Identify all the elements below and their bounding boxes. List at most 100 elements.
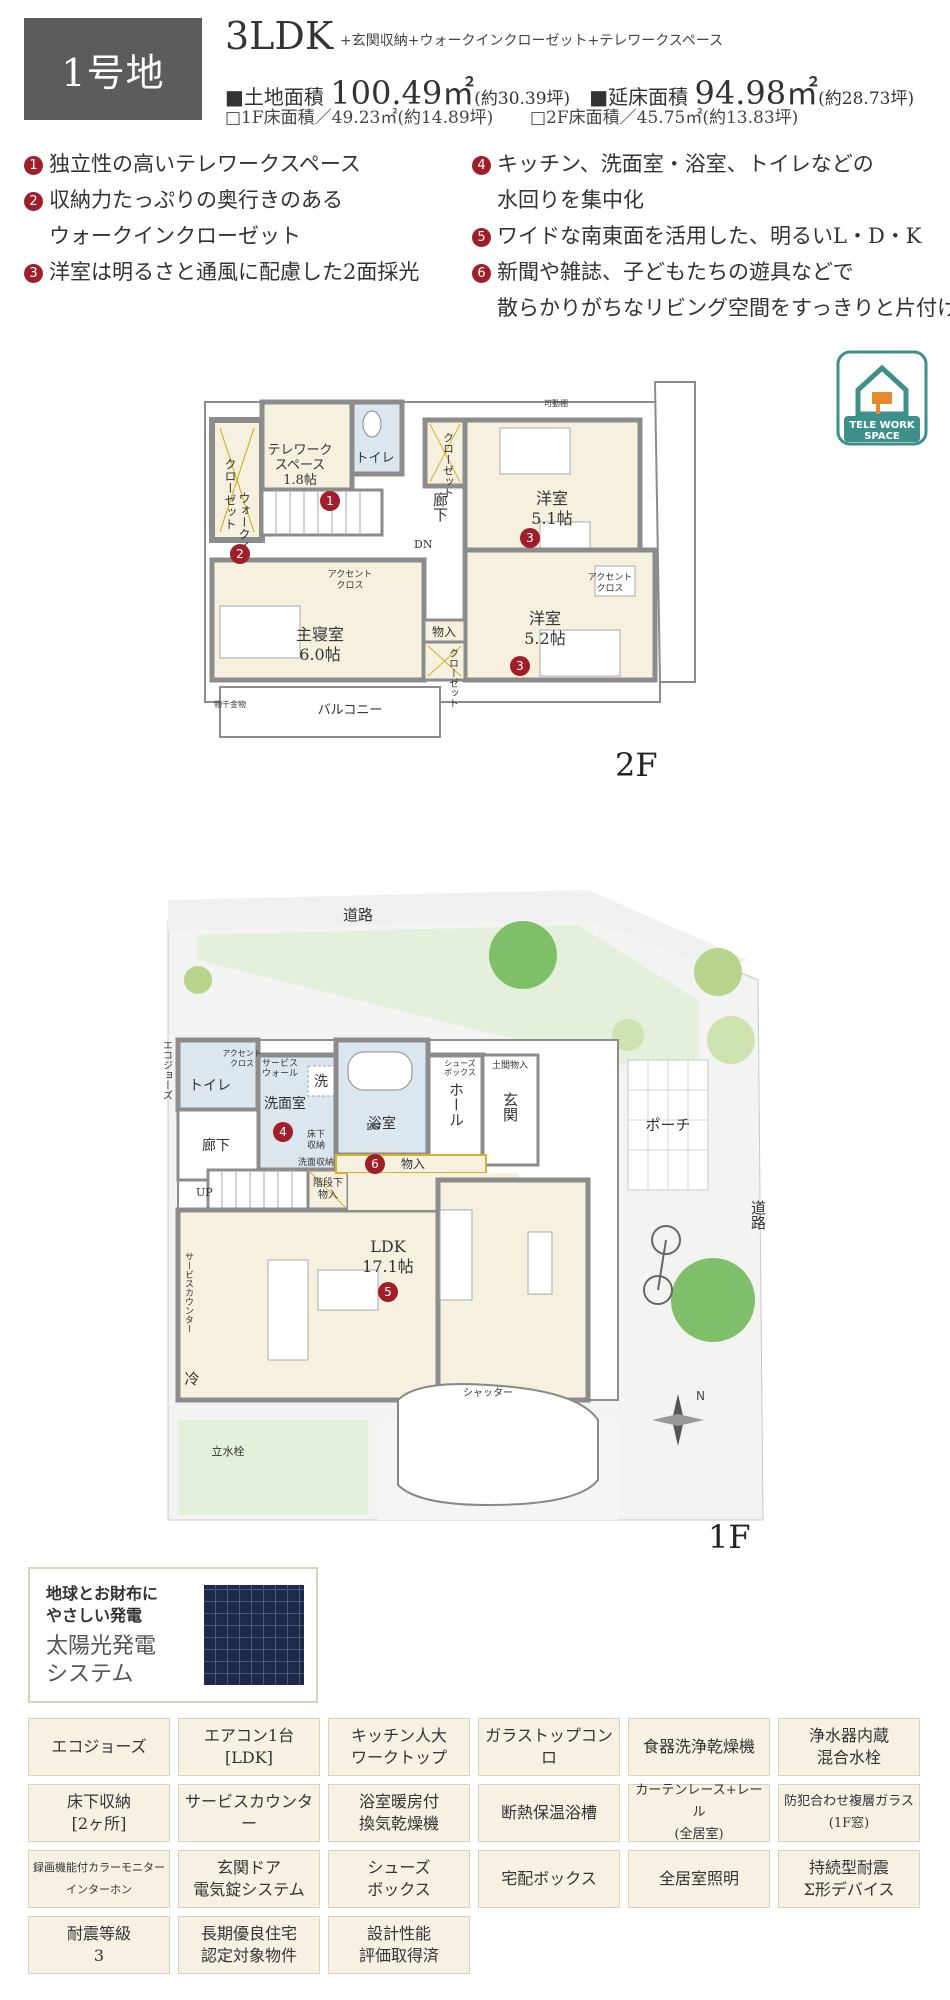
equipment-item: 持続型耐震 Σ形デバイス — [778, 1850, 920, 1908]
svg-text:4: 4 — [279, 1125, 287, 1139]
feature-item-continued: 散らかりがちなリビング空間をすっきりと片付け — [497, 296, 950, 320]
equipment-item: キッチン人大 ワークトップ — [328, 1718, 470, 1776]
solar-line1: 地球とお財布に — [46, 1584, 159, 1603]
svg-text:アクセント: アクセント — [588, 572, 633, 583]
toilet-1f — [175, 1037, 261, 1113]
floor-plan-2f: テレワーク スペース 1.8帖 ウォークイン クローゼット トイレ クローゼット… — [204, 381, 696, 738]
svg-text:洋室: 洋室 — [536, 489, 568, 508]
svg-text:DS: DS — [366, 1123, 379, 1133]
floor-label-2f: 2F — [615, 746, 658, 784]
equipment-item: 設計性能 評価取得済 — [328, 1916, 470, 1974]
corridor-1f — [176, 1108, 260, 1182]
svg-text:廊下: 廊下 — [202, 1137, 230, 1154]
area-line: ■土地面積 100.49㎡(約30.39坪) ■延床面積 94.98㎡(約28.… — [225, 68, 914, 114]
solar-line2: やさしい発電 — [46, 1606, 143, 1625]
marker-5 — [378, 1282, 398, 1302]
master-bedroom — [209, 557, 427, 683]
svg-text:玄関: 玄関 — [501, 1092, 519, 1123]
equipment-item: 浄水器内蔵 混合水栓 — [778, 1718, 920, 1776]
svg-text:物干金物: 物干金物 — [214, 699, 246, 709]
svg-text:1: 1 — [326, 494, 334, 508]
svg-text:5.1帖: 5.1帖 — [531, 509, 572, 528]
dining-table-icon — [317, 1269, 379, 1311]
svg-text:6.0帖: 6.0帖 — [299, 645, 340, 664]
tree-icon — [612, 1019, 644, 1051]
svg-text:シャッター: シャッター — [463, 1387, 513, 1399]
svg-text:ボックス: ボックス — [444, 1068, 476, 1077]
svg-text:階段下: 階段下 — [313, 1176, 343, 1189]
svg-text:5.2帖: 5.2帖 — [524, 629, 565, 648]
floor1-area: □1F床面積／49.23㎡(約14.89坪) — [225, 108, 494, 128]
svg-text:洗: 洗 — [314, 1074, 328, 1090]
floor-plan-1f: N 道路 道路 エコジョーズ トイレ 洗面室 洗 浴室 サービス ウォール ホー… — [161, 890, 767, 1521]
svg-text:洋室: 洋室 — [529, 609, 561, 628]
svg-text:アクセント: アクセント — [222, 1049, 262, 1058]
floor-label-1f: 1F — [708, 1518, 751, 1556]
floor-area-label: ■延床面積 — [589, 85, 689, 109]
lot-badge: 1号地 — [24, 18, 202, 120]
telework-badge: TELE WORK SPACE — [836, 350, 928, 446]
tv-board-icon — [527, 1231, 553, 1295]
marker-3 — [510, 656, 530, 676]
equipment-item: 浴室暖房付 換気乾燥機 — [328, 1784, 470, 1842]
toilet-icon — [362, 410, 382, 438]
car-icon — [397, 1383, 599, 1507]
entrance — [481, 1053, 540, 1167]
svg-text:物入: 物入 — [432, 625, 456, 639]
equipment-item: 長期優良住宅 認定対象物件 — [178, 1916, 320, 1974]
equipment-item: 全居室照明 — [628, 1850, 770, 1908]
svg-text:スペース: スペース — [275, 458, 325, 473]
bed-icon — [219, 605, 301, 659]
toilet-label: トイレ — [355, 451, 394, 466]
svg-text:N: N — [696, 1389, 705, 1403]
svg-text:クローゼット: クローゼット — [223, 458, 237, 530]
tree-icon — [489, 921, 557, 989]
equipment-item: エコジョーズ — [28, 1718, 170, 1776]
solar-power-box: 地球とお財布に やさしい発電 太陽光発電 システム — [28, 1567, 318, 1703]
equipment-item: 玄関ドア 電気錠システム — [178, 1850, 320, 1908]
svg-text:1.8帖: 1.8帖 — [283, 473, 317, 488]
marker-3 — [520, 528, 540, 548]
layout-extra: +玄関収納+ウォークインクローゼット+テレワークスペース — [340, 33, 724, 49]
svg-text:床下: 床下 — [307, 1128, 325, 1140]
equipment-item: 食器洗浄乾燥機 — [628, 1718, 770, 1776]
svg-text:6: 6 — [371, 1157, 379, 1171]
svg-text:3: 3 — [526, 531, 534, 545]
solar-line3: 太陽光発電 — [46, 1634, 157, 1659]
feature-number: 4 — [472, 156, 491, 175]
floor-tsubo: (約28.73坪) — [818, 89, 915, 109]
marker-2 — [230, 544, 250, 564]
svg-text:2: 2 — [236, 547, 244, 561]
svg-text:洗面収納: 洗面収納 — [298, 1156, 334, 1168]
svg-text:クロス: クロス — [596, 583, 623, 594]
svg-text:テレワーク: テレワーク — [267, 443, 332, 458]
svg-text:UP: UP — [196, 1186, 213, 1199]
equipment-item: 宅配ボックス — [478, 1850, 620, 1908]
feature-number: 1 — [24, 156, 43, 175]
svg-text:バルコニー: バルコニー — [318, 703, 383, 718]
svg-text:クローゼット: クローゼット — [447, 648, 459, 708]
equipment-item: 床下収納 [2ヶ所] — [28, 1784, 170, 1842]
svg-text:冷: 冷 — [184, 1370, 199, 1388]
desk-icon — [594, 565, 636, 597]
feature-number: 2 — [24, 192, 43, 211]
feature-number: 3 — [24, 264, 43, 283]
svg-text:アクセント: アクセント — [328, 569, 373, 580]
feature-number: 6 — [472, 264, 491, 283]
svg-text:土間物入: 土間物入 — [492, 1059, 528, 1071]
svg-text:クローゼット: クローゼット — [442, 432, 455, 498]
equipment-item: 録画機能付カラーモニター インターホン — [28, 1850, 170, 1908]
road-label-top: 道路 — [343, 906, 373, 924]
svg-text:物入: 物入 — [318, 1188, 338, 1201]
svg-text:エコジョーズ: エコジョーズ — [161, 1040, 173, 1100]
floor2-area: □2F床面積／45.75㎡(約13.83坪) — [530, 108, 799, 128]
telework-badge-line1: TELE WORK — [849, 420, 916, 431]
feature-item-continued: ウォークインクローゼット — [49, 224, 301, 248]
svg-text:収納: 収納 — [307, 1139, 325, 1151]
feature-number: 5 — [472, 228, 491, 247]
